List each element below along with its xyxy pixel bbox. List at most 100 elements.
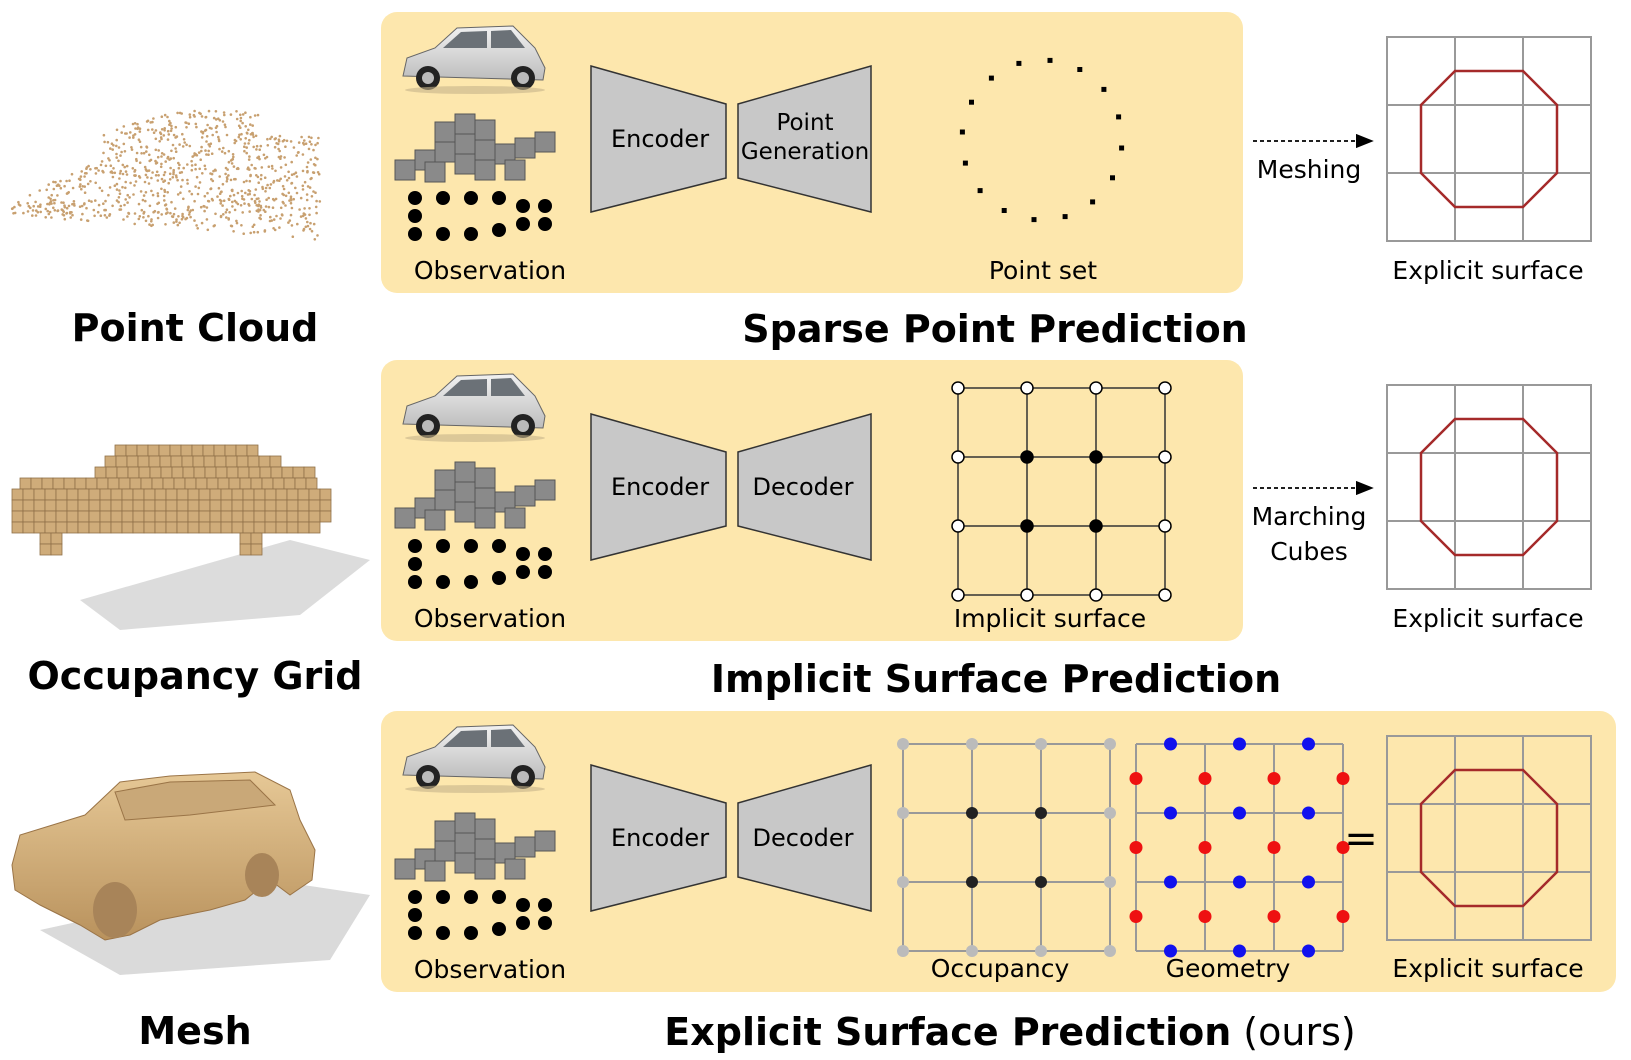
point-cloud-point xyxy=(236,166,240,170)
point-cloud-point xyxy=(79,175,83,178)
voxel-cube xyxy=(88,499,101,512)
point-cloud-point xyxy=(168,172,172,176)
point-cloud-point xyxy=(209,142,213,145)
point-cloud-point xyxy=(221,120,225,123)
encoder-label: Encoder xyxy=(611,473,709,501)
point-cloud-point xyxy=(279,217,282,220)
point-cloud-point xyxy=(46,202,49,206)
voxel-cube xyxy=(55,521,68,534)
point-cloud-point xyxy=(148,153,151,157)
point-cloud-point xyxy=(277,138,281,141)
voxel-cube xyxy=(22,521,35,534)
point-cloud-point xyxy=(224,172,227,176)
voxel-cube xyxy=(250,477,263,490)
point-cloud-point xyxy=(270,164,274,168)
point-cloud-point xyxy=(109,147,112,150)
point-cloud-point xyxy=(60,201,63,204)
point-cloud-point xyxy=(185,143,188,147)
point-cloud-point xyxy=(250,163,253,167)
point-cloud-point xyxy=(45,188,48,192)
point-cloud-point xyxy=(279,166,283,169)
point-cloud-point xyxy=(289,201,293,205)
point-cloud-point xyxy=(240,194,244,198)
point-cloud-point xyxy=(63,184,66,188)
point-cloud-point xyxy=(117,200,120,204)
point-cloud-point xyxy=(306,220,309,224)
voxel-cube xyxy=(165,488,178,501)
voxel-cube xyxy=(231,499,244,512)
point-cloud-point xyxy=(220,190,223,193)
geometry-point-blue xyxy=(1302,806,1315,820)
point-cloud-point xyxy=(306,224,310,228)
point-cloud-point xyxy=(136,126,140,129)
voxel-cube xyxy=(248,466,261,479)
voxel-cube xyxy=(99,499,112,512)
car-hub xyxy=(517,72,529,84)
point-cloud-point xyxy=(26,202,30,205)
point-cloud-point xyxy=(287,191,291,195)
point-cloud-point xyxy=(219,215,223,219)
point-cloud-point xyxy=(188,113,192,116)
point-cloud-point xyxy=(133,122,137,125)
point-cloud-point xyxy=(244,125,247,128)
voxel-cube xyxy=(261,477,274,490)
point-cloud-point xyxy=(177,161,180,165)
voxel-cell xyxy=(394,858,416,880)
point-cloud-point xyxy=(258,157,261,161)
voxel-cell xyxy=(454,153,476,175)
point-cloud-point xyxy=(295,191,299,195)
point-cloud-point xyxy=(278,149,282,153)
observation-dot xyxy=(464,575,478,589)
point-cloud-point xyxy=(308,207,311,210)
voxel-cube xyxy=(140,477,153,490)
voxel-cube xyxy=(198,499,211,512)
point-cloud-point xyxy=(303,207,306,210)
point-cloud-point xyxy=(96,210,100,214)
point-cloud-point xyxy=(192,113,196,117)
point-cloud-point xyxy=(223,151,227,155)
point-cloud-point xyxy=(126,201,129,204)
voxel-cube xyxy=(132,488,145,501)
point-cloud-point xyxy=(284,194,288,198)
point-cloud-point xyxy=(147,214,150,218)
point-cloud-point xyxy=(205,140,208,143)
voxel-cube xyxy=(187,488,200,501)
voxel-cube xyxy=(121,510,134,523)
voxel-cell xyxy=(514,485,536,507)
point-cloud-point xyxy=(146,128,150,132)
point-cloud-point xyxy=(283,175,287,178)
voxel-cube xyxy=(149,466,162,479)
point-cloud-point xyxy=(259,177,263,181)
point-cloud-point xyxy=(128,136,131,139)
voxel-cube xyxy=(242,499,255,512)
point-cloud-point xyxy=(107,157,110,160)
car-hub xyxy=(422,420,434,432)
geometry-point-blue xyxy=(1302,875,1315,889)
point-cloud-point xyxy=(289,213,293,217)
point-cloud-point xyxy=(188,190,191,193)
point-cloud-point xyxy=(256,175,260,179)
method-title: Sparse Point Prediction xyxy=(742,307,1247,351)
voxel-cell xyxy=(474,838,496,860)
geometry-point-red xyxy=(1198,841,1212,854)
observation-dot xyxy=(408,575,422,589)
point-cloud-point xyxy=(211,133,214,137)
voxel-wheel-cube xyxy=(50,532,63,545)
surface-octagon xyxy=(1419,417,1559,557)
point-cloud-point xyxy=(143,165,147,169)
point-cloud-point xyxy=(299,196,303,200)
point-cloud-point xyxy=(170,215,174,218)
encoder-label: Encoder xyxy=(611,824,709,852)
observation-label: Observation xyxy=(414,604,566,633)
voxel-cube xyxy=(22,510,35,523)
voxel-cube xyxy=(143,488,156,501)
point-cloud-point xyxy=(168,119,171,123)
point-cloud-point xyxy=(85,206,88,210)
observation-label: Observation xyxy=(414,256,566,285)
point-cloud-point xyxy=(68,211,72,214)
voxel-cube xyxy=(303,466,316,479)
voxel-cube xyxy=(204,466,217,479)
point-cloud-point xyxy=(183,141,186,144)
point-cloud-point xyxy=(196,192,200,196)
observation-dot xyxy=(492,539,506,553)
